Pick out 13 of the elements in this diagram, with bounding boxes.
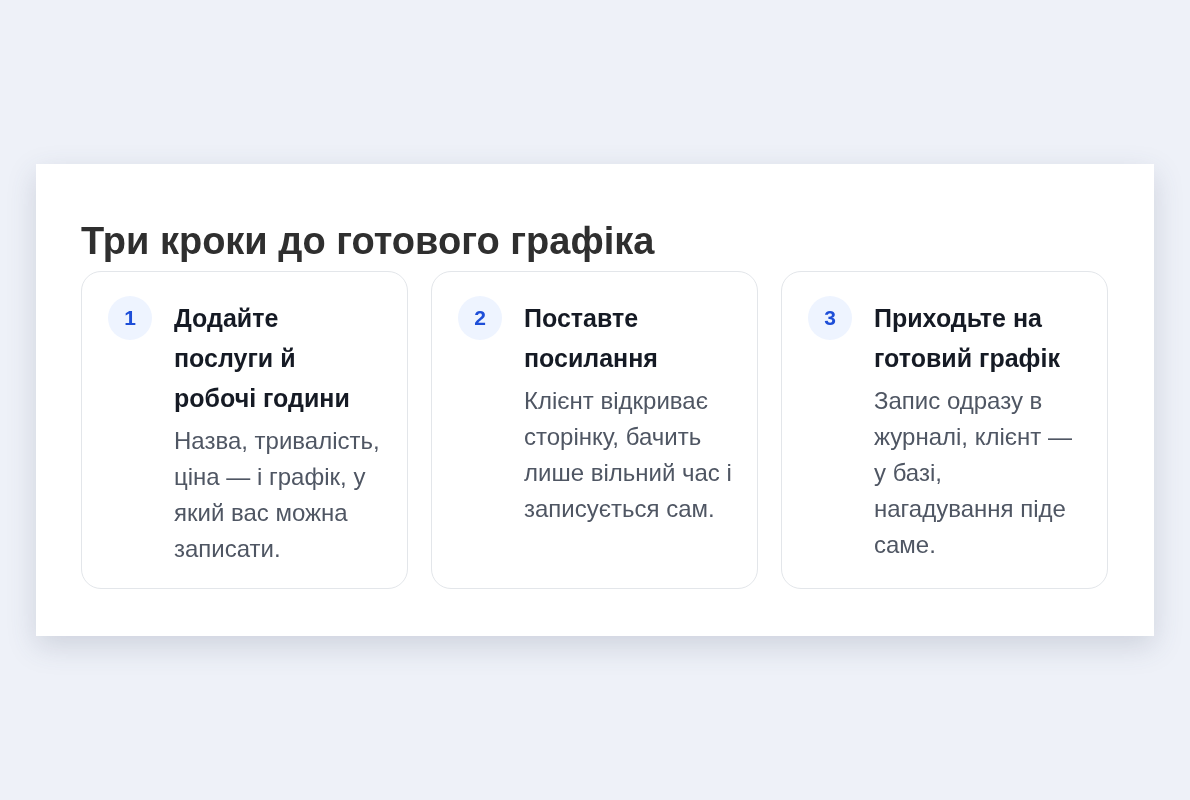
step-card bbox=[81, 271, 408, 589]
step-heading: Приходьте на готовий графік bbox=[874, 303, 1061, 374]
step-number: 1 bbox=[108, 296, 152, 340]
step-card bbox=[431, 271, 758, 589]
step-heading: Додайте послуги й робочі години bbox=[174, 303, 351, 414]
step-description: Запис одразу в журналі, клієнт — у базі, нагадування піде саме. bbox=[874, 386, 1073, 560]
diagram-title: Три кроки до готового графіка bbox=[81, 219, 655, 264]
step-description: Назва, тривалість, ціна — і графік, у який вас можна записати. bbox=[174, 426, 381, 564]
step-number: 2 bbox=[458, 296, 502, 340]
step-card bbox=[781, 271, 1108, 589]
step-description: Клієнт відкриває сторінку, бачить лише вільний час і записується сам. bbox=[524, 386, 733, 524]
step-heading: Поставте посилання bbox=[524, 303, 659, 374]
step-number: 3 bbox=[808, 296, 852, 340]
